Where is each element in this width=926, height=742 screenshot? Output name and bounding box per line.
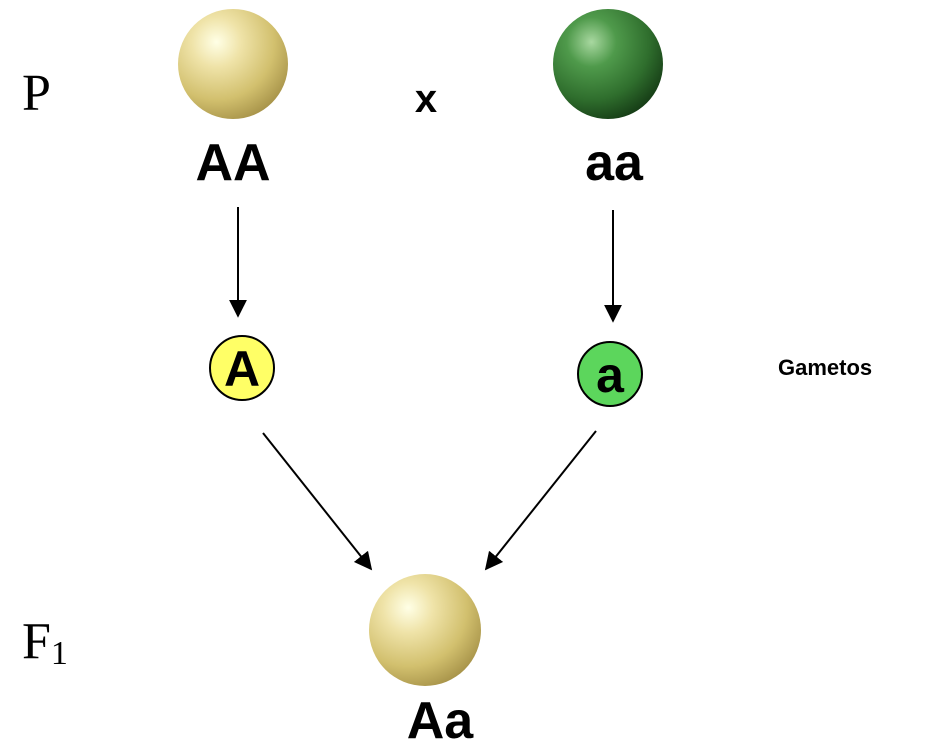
generation-label-f1-subscript: 1 — [51, 635, 68, 672]
generation-label-f1-letter: F — [22, 613, 51, 670]
offspring-genotype: Aa — [407, 692, 475, 742]
parent-genotype-recessive: aa — [585, 134, 644, 192]
gamete-recessive: a — [577, 341, 643, 407]
cross-symbol: x — [415, 77, 437, 121]
parent-seed-yellow — [178, 9, 288, 119]
parent-seed-green — [553, 9, 663, 119]
offspring-seed-yellow — [369, 574, 481, 686]
generation-label-f1: F1 — [22, 613, 68, 672]
gamete-dominant: A — [209, 335, 275, 401]
parent-genotype-dominant: AA — [195, 134, 270, 192]
arrow-gamete-recessive-to-offspring — [484, 430, 597, 571]
gametes-label: Gametos — [778, 355, 872, 380]
gamete-recessive-allele: a — [596, 347, 625, 403]
arrow-gamete-dominant-to-offspring — [262, 432, 373, 571]
generation-label-p: P — [22, 65, 51, 122]
gamete-dominant-allele: A — [224, 341, 260, 397]
